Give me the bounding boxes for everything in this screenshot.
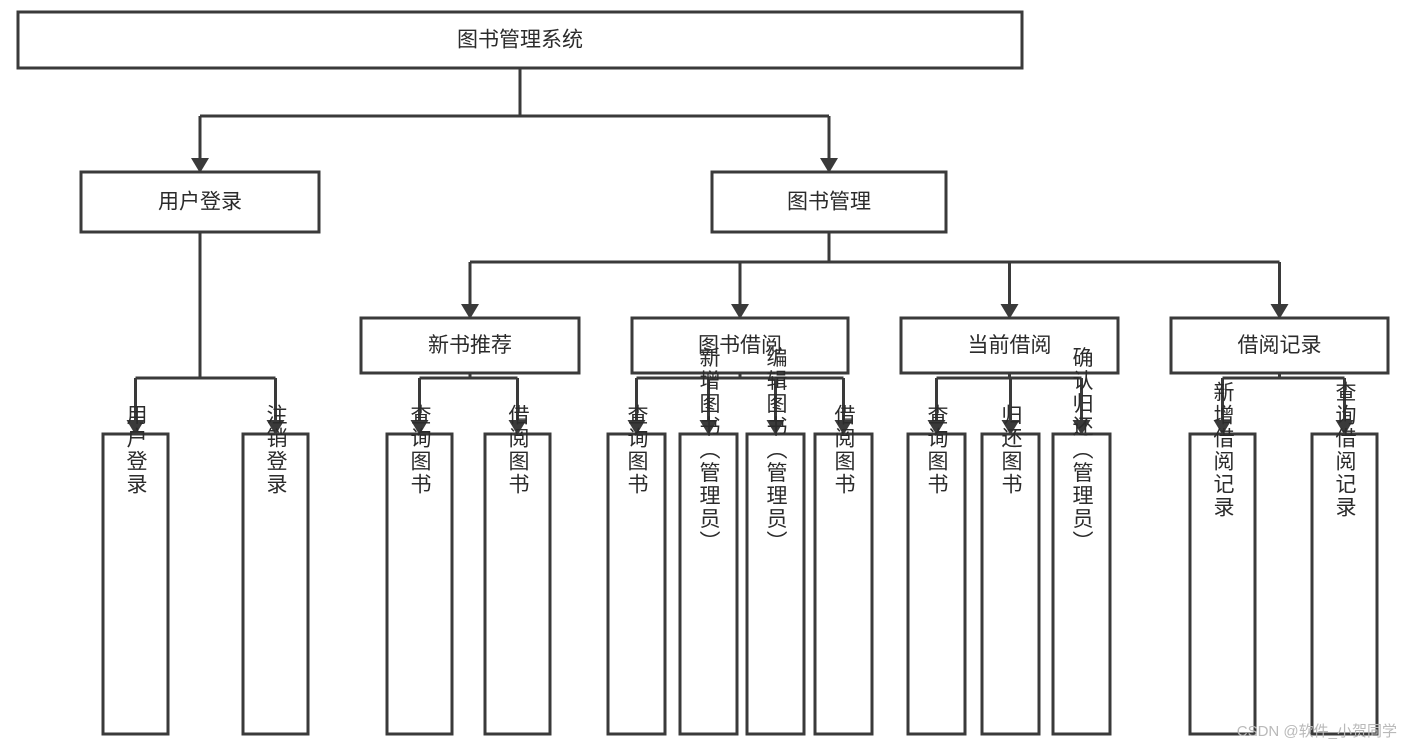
node-label-leaf-return-book: 归还图书 [999, 404, 1023, 496]
node-label-leaf-borrow-book-rec: 借阅图书 [506, 404, 530, 496]
arrow-head-leaf-add-borrow-record [1213, 420, 1232, 435]
arrow-head-leaf-borrow-book-rec [508, 420, 527, 435]
node-layer: 图书管理系统用户登录图书管理新书推荐图书借阅当前借阅借阅记录用户登录注销登录查询… [16, 10, 1390, 736]
node-label-leaf-query-borrow-record: 查询借阅记录 [1333, 381, 1357, 519]
connector-group-book-management [461, 232, 1289, 319]
arrow-head-new-book-recommend [461, 304, 479, 319]
node-current-borrow[interactable]: 当前借阅 [899, 316, 1120, 375]
node-leaf-borrow-book[interactable]: 借阅图书 [813, 404, 874, 736]
node-user-login[interactable]: 用户登录 [79, 170, 321, 234]
node-label-root: 图书管理系统 [457, 29, 583, 52]
node-box-root [16, 10, 1024, 70]
node-label-leaf-add-borrow-record: 新增借阅记录 [1211, 381, 1235, 519]
connector-layer [126, 68, 1354, 435]
node-book-management[interactable]: 图书管理 [710, 170, 948, 234]
arrow-head-book-management [820, 158, 838, 173]
node-box-leaf-query-borrow-record [1310, 432, 1379, 736]
arrow-head-leaf-query-book-rec [410, 420, 429, 435]
arrow-head-borrow-record [1270, 304, 1289, 319]
node-box-leaf-borrow-book [813, 432, 874, 736]
node-box-borrow-record [1169, 316, 1390, 375]
node-label-leaf-edit-book-admin: 编辑图书（管理员） [764, 347, 788, 554]
node-box-leaf-confirm-return-admin [1051, 432, 1112, 736]
node-box-leaf-logout [241, 432, 310, 736]
connector-group-user-login [126, 232, 285, 435]
node-box-book-borrow [630, 316, 850, 375]
node-box-leaf-add-book-admin [678, 432, 739, 736]
node-box-book-management [710, 170, 948, 234]
node-box-current-borrow [899, 316, 1120, 375]
arrow-head-leaf-user-login [126, 420, 145, 435]
node-box-new-book-recommend [359, 316, 581, 375]
node-leaf-query-borrow-record[interactable]: 查询借阅记录 [1310, 381, 1379, 736]
node-book-borrow[interactable]: 图书借阅 [630, 316, 850, 375]
arrow-head-current-borrow [1000, 304, 1019, 319]
connector-group-root [191, 68, 838, 173]
arrow-head-leaf-return-book [1001, 420, 1020, 435]
node-label-leaf-confirm-return-admin: 确认归还（管理员） [1070, 347, 1094, 554]
arrow-head-leaf-edit-book-admin [766, 420, 785, 435]
arrow-head-leaf-logout [266, 420, 285, 435]
node-label-leaf-query-book-borrow: 查询图书 [625, 404, 649, 496]
arrow-head-book-borrow [731, 304, 749, 319]
node-leaf-query-book-cur[interactable]: 查询图书 [906, 404, 967, 736]
node-box-leaf-query-book-cur [906, 432, 967, 736]
node-label-current-borrow: 当前借阅 [968, 334, 1052, 357]
node-box-user-login [79, 170, 321, 234]
node-box-leaf-return-book [980, 432, 1041, 736]
node-leaf-edit-book-admin[interactable]: 编辑图书（管理员） [745, 347, 806, 736]
node-new-book-recommend[interactable]: 新书推荐 [359, 316, 581, 375]
connector-group-borrow-record [1213, 373, 1354, 435]
node-leaf-borrow-book-rec[interactable]: 借阅图书 [483, 404, 552, 736]
node-label-leaf-add-book-admin: 新增图书（管理员） [697, 347, 721, 554]
node-label-leaf-query-book-rec: 查询图书 [408, 404, 432, 496]
node-label-book-borrow: 图书借阅 [698, 334, 782, 357]
node-label-book-management: 图书管理 [787, 191, 871, 214]
connector-group-current-borrow [927, 373, 1091, 435]
node-leaf-logout[interactable]: 注销登录 [241, 404, 310, 736]
node-leaf-add-borrow-record[interactable]: 新增借阅记录 [1188, 381, 1257, 736]
node-borrow-record[interactable]: 借阅记录 [1169, 316, 1390, 375]
connector-group-new-book-recommend [410, 373, 527, 435]
node-box-leaf-edit-book-admin [745, 432, 806, 736]
node-label-new-book-recommend: 新书推荐 [428, 334, 512, 357]
connector-group-book-borrow [627, 373, 853, 435]
node-label-leaf-query-book-cur: 查询图书 [925, 404, 949, 496]
arrow-head-user-login [191, 158, 209, 173]
node-label-leaf-user-login: 用户登录 [124, 404, 148, 496]
arrow-head-leaf-borrow-book [834, 420, 853, 435]
node-box-leaf-user-login [101, 432, 170, 736]
node-leaf-query-book-rec[interactable]: 查询图书 [385, 404, 454, 736]
node-label-leaf-borrow-book: 借阅图书 [832, 404, 856, 496]
node-leaf-add-book-admin[interactable]: 新增图书（管理员） [678, 347, 739, 736]
node-label-borrow-record: 借阅记录 [1238, 334, 1322, 357]
arrow-head-leaf-query-book-borrow [627, 420, 646, 435]
arrow-head-leaf-confirm-return-admin [1072, 420, 1091, 435]
node-label-leaf-logout: 注销登录 [264, 404, 288, 496]
node-box-leaf-add-borrow-record [1188, 432, 1257, 736]
node-box-leaf-query-book-borrow [606, 432, 667, 736]
arrow-head-leaf-query-borrow-record [1335, 420, 1354, 435]
node-leaf-query-book-borrow[interactable]: 查询图书 [606, 404, 667, 736]
arrow-head-leaf-add-book-admin [699, 420, 718, 435]
node-leaf-confirm-return-admin[interactable]: 确认归还（管理员） [1051, 347, 1112, 736]
node-root[interactable]: 图书管理系统 [16, 10, 1024, 70]
node-box-leaf-borrow-book-rec [483, 432, 552, 736]
node-leaf-return-book[interactable]: 归还图书 [980, 404, 1041, 736]
arrow-head-leaf-query-book-cur [927, 420, 946, 435]
node-label-user-login: 用户登录 [158, 191, 242, 214]
node-box-leaf-query-book-rec [385, 432, 454, 736]
node-leaf-user-login[interactable]: 用户登录 [101, 404, 170, 736]
